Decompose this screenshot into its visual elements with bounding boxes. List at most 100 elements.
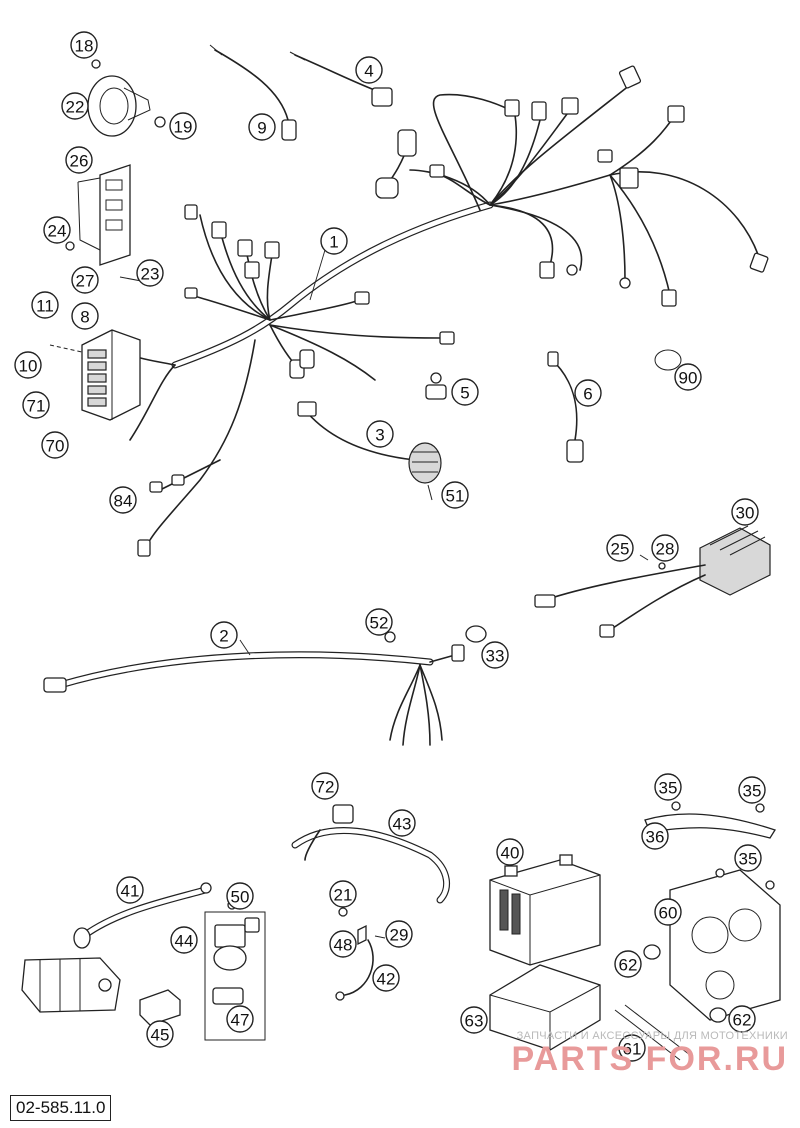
callout-9: 9 xyxy=(248,113,276,141)
svg-text:18: 18 xyxy=(75,37,94,56)
callout-72: 72 xyxy=(311,772,339,800)
callout-90: 90 xyxy=(674,363,702,391)
callout-22: 22 xyxy=(61,92,89,120)
small-parts xyxy=(335,907,386,1001)
svg-text:50: 50 xyxy=(231,888,250,907)
starter-cable-41 xyxy=(73,882,212,949)
callout-42: 42 xyxy=(372,964,400,992)
drawing-reference-number: 02-585.11.0 xyxy=(10,1095,112,1121)
svg-text:4: 4 xyxy=(364,62,373,81)
callout-23: 23 xyxy=(136,259,164,287)
svg-text:22: 22 xyxy=(66,98,85,117)
svg-text:47: 47 xyxy=(231,1011,250,1030)
callout-43: 43 xyxy=(388,809,416,837)
callout-35a: 35 xyxy=(654,773,682,801)
callout-61: 61 xyxy=(618,1034,646,1062)
callouts: 1 2 3 4 5 6 8 9 10 11 18 19 21 22 23 24 … xyxy=(14,31,766,1062)
holder-60 xyxy=(643,868,781,1023)
svg-text:52: 52 xyxy=(370,614,389,633)
callout-21: 21 xyxy=(329,880,357,908)
svg-text:10: 10 xyxy=(19,357,38,376)
callout-47: 47 xyxy=(226,1005,254,1033)
callout-50: 50 xyxy=(226,882,254,910)
battery-cable-43 xyxy=(291,804,451,904)
callout-62b: 62 xyxy=(728,1005,756,1033)
svg-text:9: 9 xyxy=(257,119,266,138)
callout-71: 71 xyxy=(22,391,50,419)
callout-5: 5 xyxy=(451,378,479,406)
fuse-box xyxy=(49,329,141,421)
callout-28: 28 xyxy=(651,534,679,562)
svg-text:70: 70 xyxy=(46,437,65,456)
harness-connectors xyxy=(137,65,769,557)
battery-tray-63 xyxy=(489,964,601,1051)
svg-text:8: 8 xyxy=(80,308,89,327)
callout-25: 25 xyxy=(606,534,634,562)
svg-text:30: 30 xyxy=(736,504,755,523)
relay-group xyxy=(204,900,266,1041)
svg-text:71: 71 xyxy=(27,397,46,416)
callout-19: 19 xyxy=(169,112,197,140)
bracket-36 xyxy=(644,801,776,839)
cable-3 xyxy=(297,401,442,501)
main-harness xyxy=(129,84,761,551)
svg-text:5: 5 xyxy=(460,384,469,403)
callout-2: 2 xyxy=(210,621,238,649)
callout-27: 27 xyxy=(71,266,99,294)
regulator-30 xyxy=(534,525,771,638)
callout-29: 29 xyxy=(385,920,413,948)
svg-text:6: 6 xyxy=(583,385,592,404)
watermark-tagline: ЗАПЧАСТИ И АКСЕССУАРЫ ДЛЯ МОТОТЕХНИКИ xyxy=(516,1030,788,1042)
svg-text:21: 21 xyxy=(334,886,353,905)
svg-text:23: 23 xyxy=(141,265,160,284)
callout-26: 26 xyxy=(65,146,93,174)
svg-text:29: 29 xyxy=(390,926,409,945)
svg-text:90: 90 xyxy=(679,369,698,388)
callout-8: 8 xyxy=(71,302,99,330)
callout-4: 4 xyxy=(355,56,383,84)
svg-text:44: 44 xyxy=(175,932,194,951)
bracket-45 xyxy=(139,989,181,1026)
callout-44: 44 xyxy=(170,926,198,954)
watermark-logo: PARTS FOR.RU xyxy=(511,1040,788,1078)
cable-4 xyxy=(289,51,393,107)
fuse-bracket xyxy=(65,164,153,284)
svg-text:72: 72 xyxy=(316,778,335,797)
callout-41: 41 xyxy=(116,876,144,904)
callout-70: 70 xyxy=(41,431,69,459)
svg-text:25: 25 xyxy=(611,540,630,559)
svg-text:35: 35 xyxy=(739,850,758,869)
sensor-6 xyxy=(547,351,584,463)
callout-60: 60 xyxy=(654,898,682,926)
callout-3: 3 xyxy=(366,420,394,448)
callout-11: 11 xyxy=(31,291,59,319)
svg-text:3: 3 xyxy=(375,426,384,445)
svg-text:61: 61 xyxy=(623,1040,642,1059)
svg-text:2: 2 xyxy=(219,627,228,646)
svg-text:42: 42 xyxy=(377,970,396,989)
svg-text:35: 35 xyxy=(743,782,762,801)
svg-text:41: 41 xyxy=(121,882,140,901)
strap-61 xyxy=(614,1004,691,1061)
callout-1: 1 xyxy=(320,227,348,255)
svg-text:45: 45 xyxy=(151,1026,170,1045)
callout-36: 36 xyxy=(641,822,669,850)
svg-text:27: 27 xyxy=(76,272,95,291)
callout-48: 48 xyxy=(329,930,357,958)
svg-text:36: 36 xyxy=(646,828,665,847)
callout-35b: 35 xyxy=(738,776,766,804)
callout-40: 40 xyxy=(496,838,524,866)
callout-62a: 62 xyxy=(614,950,642,978)
svg-text:28: 28 xyxy=(656,540,675,559)
horn xyxy=(87,59,166,137)
svg-text:24: 24 xyxy=(48,222,67,241)
svg-text:19: 19 xyxy=(174,118,193,137)
svg-text:51: 51 xyxy=(446,487,465,506)
watermark: ЗАПЧАСТИ И АКСЕССУАРЫ ДЛЯ МОТОТЕХНИКИ PA… xyxy=(512,1030,788,1079)
svg-text:1: 1 xyxy=(329,233,338,252)
svg-text:62: 62 xyxy=(733,1011,752,1030)
callout-84: 84 xyxy=(109,486,137,514)
callout-35c: 35 xyxy=(734,844,762,872)
callout-18: 18 xyxy=(70,31,98,59)
